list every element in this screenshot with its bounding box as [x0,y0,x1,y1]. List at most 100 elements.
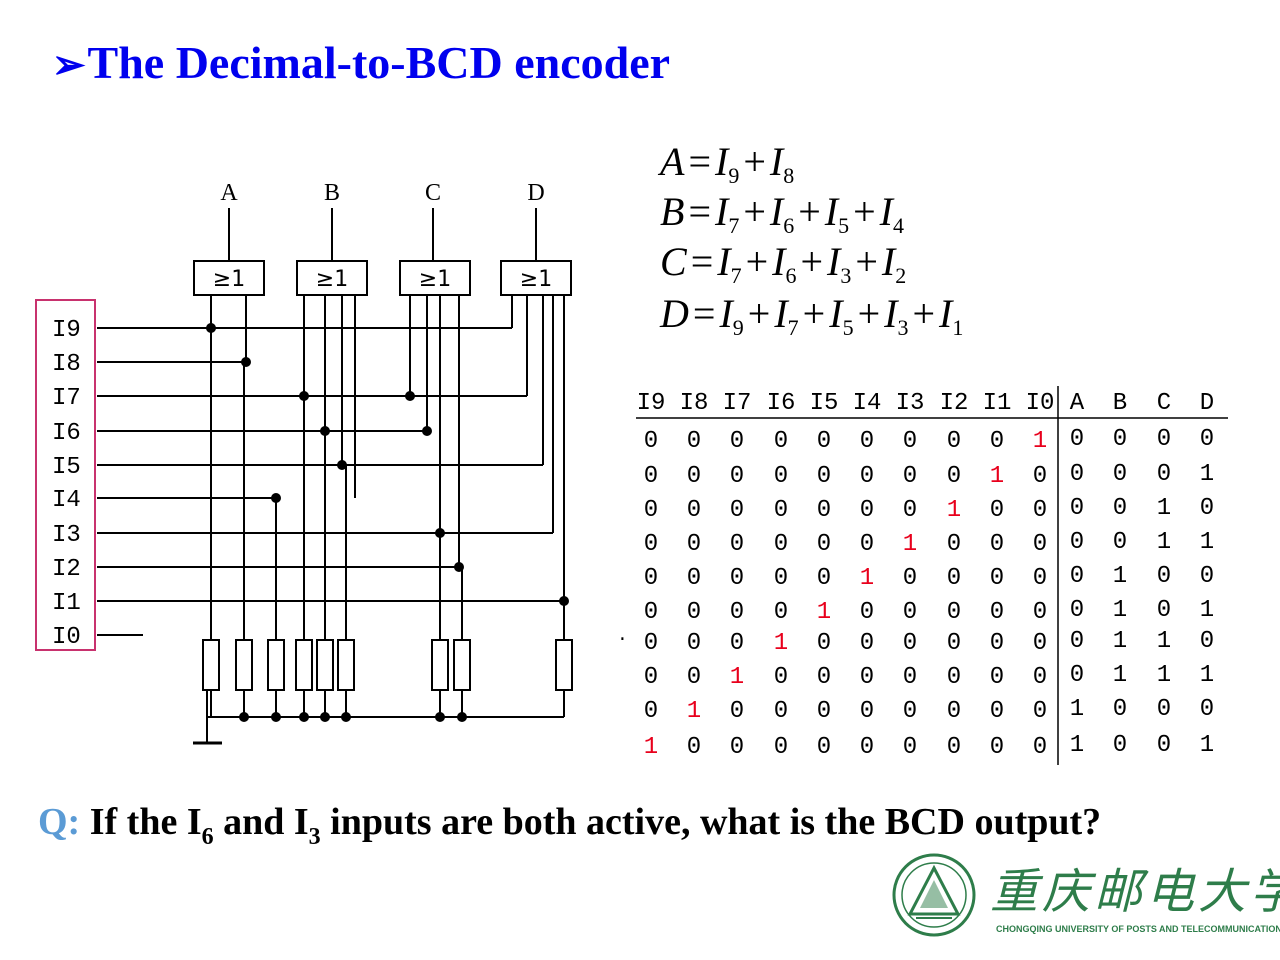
table-cell: 0 [1070,597,1084,624]
equation-term: I2 [881,239,907,288]
table-cell: 0 [644,599,658,626]
equation-term: I9 [715,139,740,188]
table-cell: 0 [774,599,788,626]
table-cell: 1 [1070,696,1084,723]
table-cell: 0 [730,531,744,558]
table-cell: 1 [1200,732,1214,759]
table-cell: 0 [947,531,961,558]
table-cell: 0 [730,698,744,725]
table-cell: 1 [903,531,917,558]
table-cell: 0 [817,463,831,490]
gate-label: ≥1 [316,267,348,292]
table-cell: 0 [860,531,874,558]
table-cell: 0 [687,497,701,524]
column-header-i1: I1 [983,390,1012,417]
table-cell: 0 [1033,531,1047,558]
table-cell: 0 [644,565,658,592]
question-part3: inputs are both active, what is the BCD … [320,801,1102,843]
table-cell: 0 [817,565,831,592]
table-cell: 0 [860,428,874,455]
table-cell: 0 [903,428,917,455]
column-header-i0: I0 [1026,390,1055,417]
table-cell: 0 [990,698,1004,725]
table-cell: 1 [1033,428,1047,455]
table-cell: 0 [990,734,1004,761]
table-cell: 0 [730,497,744,524]
table-cell: 0 [774,497,788,524]
gate-label: ≥1 [213,267,245,292]
gate-label: ≥1 [419,267,451,292]
table-cell: 0 [947,664,961,691]
table-cell: 0 [644,698,658,725]
table-cell: 0 [774,531,788,558]
page-title: ➢The Decimal-to-BCD encoder [52,36,670,89]
table-cell: 0 [817,664,831,691]
question-text: Q: If the I6 and I3 inputs are both acti… [38,800,1101,851]
input-label-i2: I2 [52,556,81,583]
table-cell: 0 [1033,630,1047,657]
question-prefix: Q: [38,801,81,843]
equation-term: I9 [719,291,744,340]
table-cell: 0 [1200,426,1214,453]
table-cell: 0 [947,565,961,592]
or-gate-c [399,260,471,296]
input-label-i3: I3 [52,522,81,549]
column-header-a: A [1070,390,1085,417]
table-cell: 0 [1033,463,1047,490]
table-cell: 1 [817,599,831,626]
table-cell: 0 [687,664,701,691]
table-cell: 0 [860,734,874,761]
column-header-i8: I8 [680,390,709,417]
table-cell: 1 [1200,529,1214,556]
table-cell: 0 [644,428,658,455]
table-cell: 1 [1157,529,1171,556]
table-cell: 0 [1157,461,1171,488]
input-label-i6: I6 [52,420,81,447]
question-part2: and I [213,801,309,843]
table-cell: 0 [1113,426,1127,453]
table-cell: 0 [1157,732,1171,759]
university-seal-icon [892,853,976,937]
table-cell: 1 [1070,732,1084,759]
table-cell: 0 [687,565,701,592]
table-cell: 0 [730,463,744,490]
column-header-i4: I4 [853,390,882,417]
table-cell: 0 [903,664,917,691]
table-cell: 0 [730,599,744,626]
gate-label: ≥1 [520,267,552,292]
table-cell: 0 [990,565,1004,592]
equation-c: C=I7+I6+I3+I2 [660,239,907,288]
table-cell: 0 [990,664,1004,691]
question-sub1: 6 [201,824,214,850]
stray-mark: . [617,626,628,646]
table-cell: 0 [990,428,1004,455]
equation-term: I5 [829,291,854,340]
table-cell: 1 [1113,597,1127,624]
table-cell: 0 [903,698,917,725]
table-cell: 0 [947,599,961,626]
table-cell: 0 [1200,696,1214,723]
table-cell: 0 [947,463,961,490]
table-cell: 1 [1113,628,1127,655]
university-name-calligraphy: 重庆邮电大学 [990,864,1280,920]
table-cell: 0 [1070,426,1084,453]
table-cell: 0 [1157,426,1171,453]
equation-term: I3 [884,291,909,340]
table-cell: 0 [1113,529,1127,556]
column-header-i6: I6 [767,390,796,417]
table-cell: 0 [644,630,658,657]
equation-term: I3 [827,239,852,288]
table-cell: 0 [1070,563,1084,590]
equation-lhs: C [660,239,687,284]
column-header-i9: I9 [637,390,666,417]
table-cell: 0 [817,734,831,761]
table-cell: 0 [1033,599,1047,626]
table-cell: 0 [947,698,961,725]
table-cell: 0 [730,630,744,657]
column-header-i5: I5 [810,390,839,417]
table-cell: 0 [990,599,1004,626]
equation-lhs: B [660,189,685,234]
table-cell: 0 [644,531,658,558]
table-cell: 0 [903,463,917,490]
